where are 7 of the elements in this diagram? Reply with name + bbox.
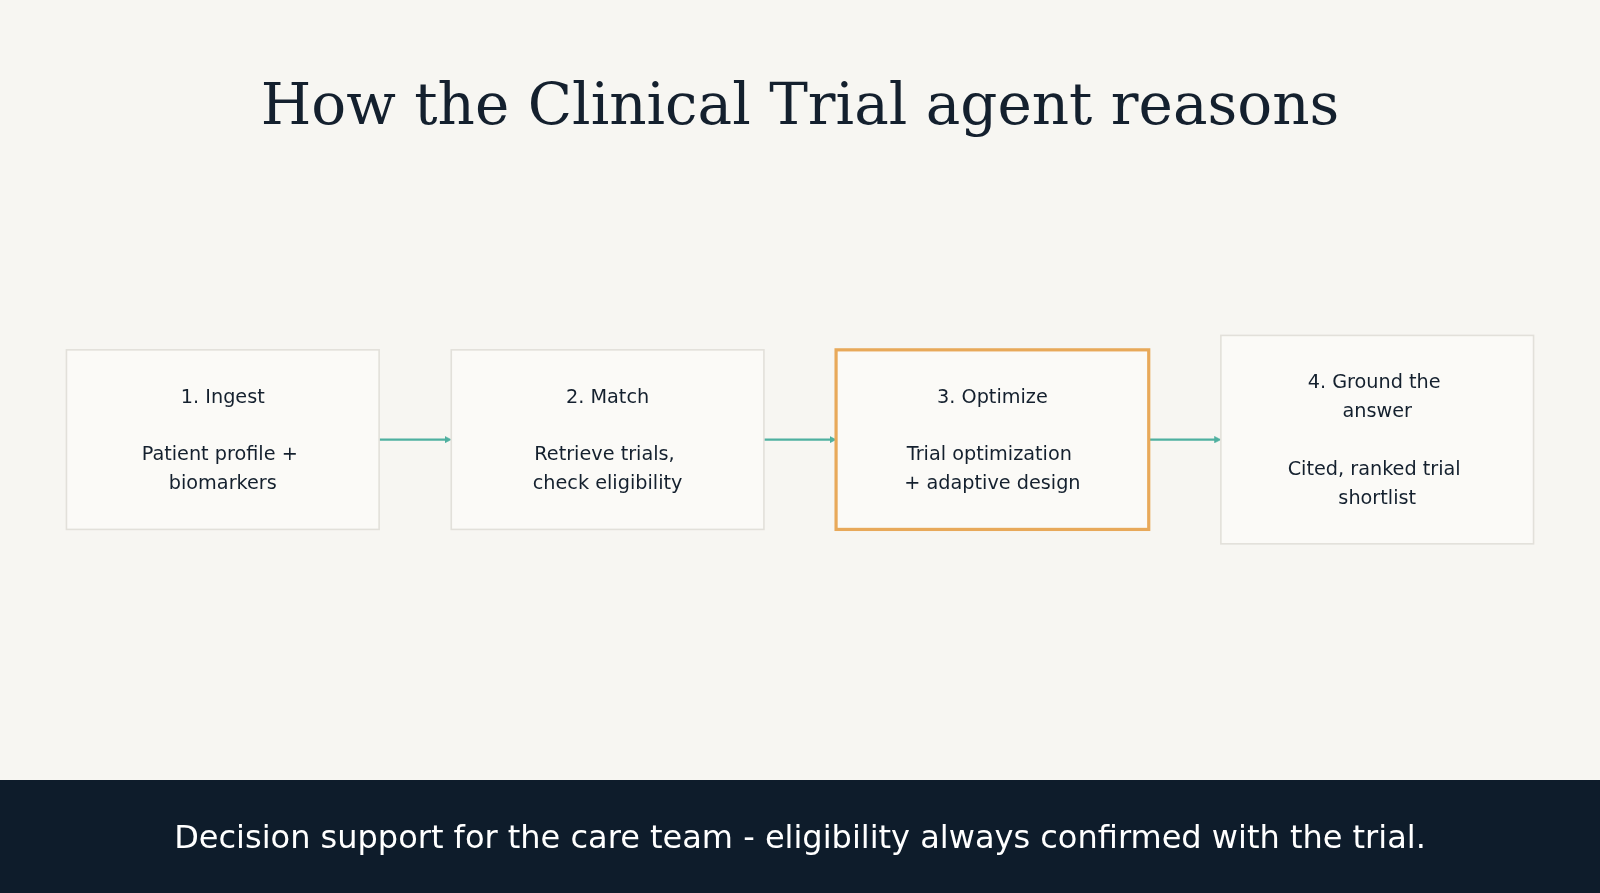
caption: Decision support for the care team - eligibility always confirmed with the trial. — [174, 817, 1426, 856]
node-box: 2. Match Retrieve trials, check eligibility — [450, 349, 765, 531]
node-box: 3. Optimize Trial optimization + adaptive design — [834, 348, 1151, 532]
title: How the Clinical Trial agent reasons — [259, 70, 1341, 138]
node-box: 4. Ground the answer Cited, ranked trial shortlist — [1220, 334, 1535, 545]
arrow — [379, 436, 452, 444]
node-box: 1. Ingest Patient profile + biomarkers — [65, 349, 380, 531]
